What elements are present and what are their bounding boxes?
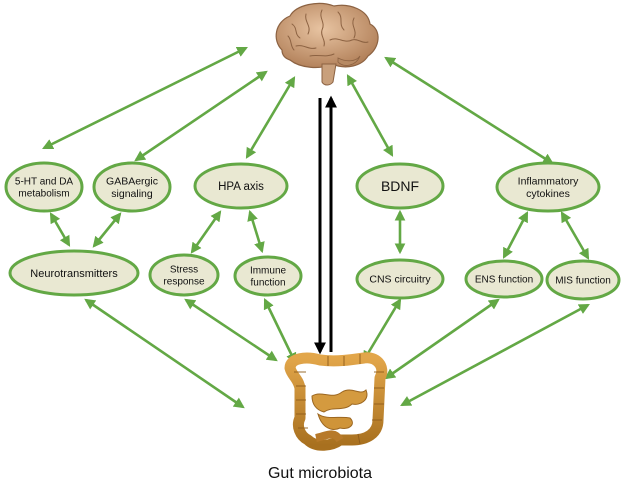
node-label-line: 5-HT and DA xyxy=(15,177,74,188)
node-label: Neurotransmitters xyxy=(30,268,118,280)
node-cns-circuitry: CNS circuitry xyxy=(355,258,445,300)
arrow-brain-hpa xyxy=(245,76,296,159)
arrow-hpa-stress xyxy=(190,210,222,254)
node-label-line: cytokines xyxy=(526,188,570,200)
node-label-line: GABAergic xyxy=(106,175,158,187)
node-hpa-axis: HPA axis xyxy=(193,162,289,210)
node-neurotransmitters: Neurotransmitters xyxy=(8,249,140,297)
node-label: ENS function xyxy=(475,275,533,286)
node-label-line: HPA axis xyxy=(218,181,264,193)
node-label: MIS function xyxy=(555,276,611,287)
node-label-line: signaling xyxy=(111,188,153,200)
node-label-line: BDNF xyxy=(381,178,419,194)
arrow-ens-gut xyxy=(384,298,500,380)
node-label-line: response xyxy=(163,277,205,288)
arrow-brain-ht-da xyxy=(42,46,248,150)
brain-icon xyxy=(275,2,379,86)
node-bdnf: BDNF xyxy=(355,162,445,210)
arrow-brain-gaba xyxy=(134,70,268,162)
arrow-neuro-gut xyxy=(84,298,245,409)
node-label: CNS circuitry xyxy=(369,274,431,286)
node-label: HPA axis xyxy=(218,181,264,193)
node-label-line: function xyxy=(250,278,285,289)
arrow-inflam-mis xyxy=(560,211,590,260)
node-label-line: Stress xyxy=(170,265,198,276)
arrow-immune-gut xyxy=(263,298,297,364)
arrow-hpa-immune xyxy=(247,209,265,254)
arrow-gaba-neuro xyxy=(92,212,122,248)
node-label: BDNF xyxy=(381,178,419,194)
node-label-line: MIS function xyxy=(555,276,611,287)
intestine-icon xyxy=(284,352,388,451)
node-ens-function: ENS function xyxy=(464,259,544,299)
arrow-mis-gut xyxy=(400,303,590,407)
node-label-line: metabolism xyxy=(18,189,69,200)
arrow-inflam-ens xyxy=(502,211,529,259)
node-label-line: Neurotransmitters xyxy=(30,268,118,280)
node-label-line: Immune xyxy=(250,266,287,277)
arrow-layer xyxy=(42,46,590,409)
node-mis-function: MIS function xyxy=(545,259,621,301)
arrow-stress-gut xyxy=(184,298,278,362)
node-label-line: CNS circuitry xyxy=(369,274,431,286)
arrow-cns-gut xyxy=(362,298,402,362)
arrow-ht-da-neuro xyxy=(49,212,71,247)
arrow-brain-inflam xyxy=(384,56,554,165)
node-label-line: ENS function xyxy=(475,275,533,286)
arrow-brain-bdnf xyxy=(346,74,394,157)
diagram-caption: Gut microbiota xyxy=(268,465,372,482)
node-label-line: Inflammatory xyxy=(518,175,579,187)
